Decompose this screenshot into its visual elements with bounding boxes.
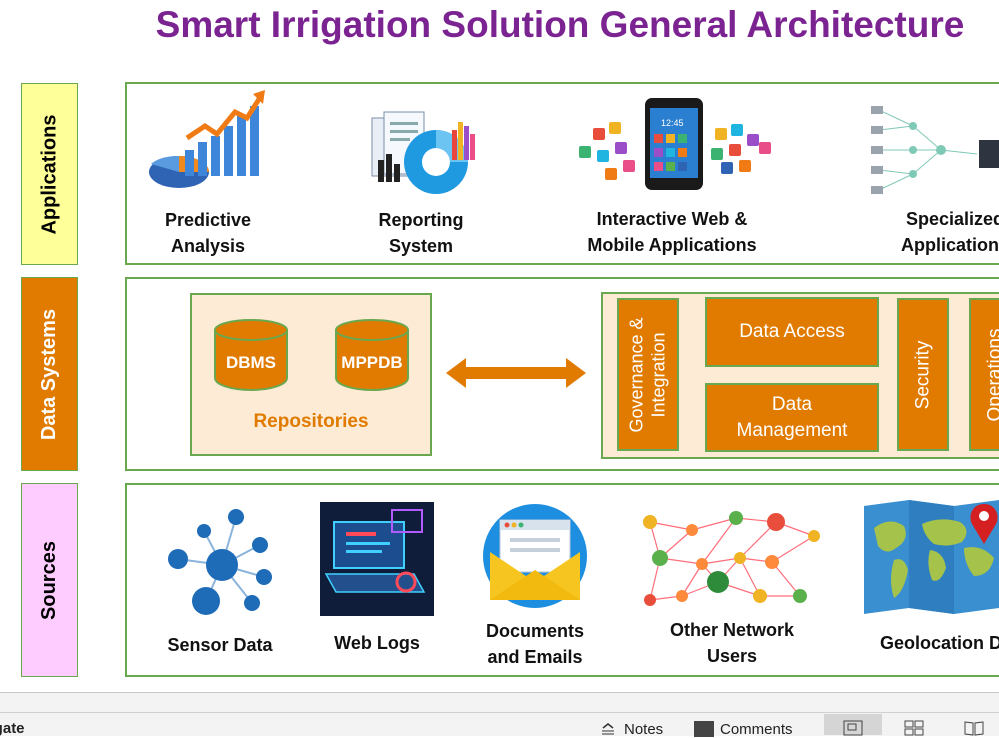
dbms-cylinder-icon bbox=[214, 319, 288, 391]
caption-line: Applications bbox=[900, 235, 999, 255]
data-management-line: Data bbox=[771, 393, 813, 415]
report-documents-icon bbox=[371, 111, 475, 194]
data-management-line: Management bbox=[736, 419, 848, 441]
mppdb-cylinder-icon bbox=[335, 319, 409, 391]
security-box: Security bbox=[897, 298, 949, 451]
sources-label-text: Sources bbox=[38, 540, 60, 620]
data-systems-label-text: Data Systems bbox=[38, 308, 60, 440]
source-caption-weblogs: Web Logs bbox=[317, 630, 437, 656]
status-bar-line bbox=[0, 712, 999, 713]
source-caption-sensor: Sensor Data bbox=[160, 632, 280, 658]
comments-label: Comments bbox=[720, 721, 793, 738]
data-systems-row-label: Data Systems bbox=[21, 277, 78, 471]
data-management-box: Data Management bbox=[705, 383, 879, 452]
caption-line: Analysis bbox=[170, 236, 246, 256]
world-map-pin-icon bbox=[864, 500, 999, 614]
sources-row-label: Sources bbox=[21, 483, 78, 677]
data-access-box: Data Access bbox=[705, 297, 879, 367]
smartphone-apps-icon: 12:45 bbox=[579, 98, 771, 190]
people-network-icon bbox=[643, 511, 820, 606]
caption-line: Documents bbox=[485, 621, 584, 641]
reading-view-button[interactable] bbox=[954, 714, 994, 736]
applications-panel bbox=[125, 82, 999, 265]
caption-line: Web Logs bbox=[334, 633, 420, 653]
source-caption-documents: Documents and Emails bbox=[475, 618, 595, 670]
comments-icon bbox=[694, 721, 714, 737]
governance-text: Governance & bbox=[627, 316, 648, 433]
caption-line: Mobile Applications bbox=[587, 235, 757, 255]
sensor-hub-icon bbox=[168, 509, 272, 615]
normal-view-button[interactable] bbox=[824, 714, 882, 736]
source-caption-network: Other Network Users bbox=[632, 617, 832, 669]
slide-sorter-icon bbox=[904, 720, 924, 736]
applications-row-label: Applications bbox=[21, 83, 78, 265]
caption-line: System bbox=[388, 236, 454, 256]
notes-label: Notes bbox=[624, 721, 664, 738]
caption-line: Predictive bbox=[164, 210, 252, 230]
caption-line: Users bbox=[706, 646, 758, 666]
normal-view-icon bbox=[843, 720, 863, 736]
caption-line: Specialized bbox=[905, 209, 999, 229]
governance-integration-box: Governance & Integration bbox=[617, 298, 679, 451]
app-caption-predictive: Predictive Analysis bbox=[148, 207, 268, 259]
caption-line: Interactive Web & bbox=[596, 209, 748, 229]
operations-text: Operations bbox=[984, 328, 999, 421]
integration-text: Integration bbox=[649, 331, 670, 418]
mppdb-label: MPPDB bbox=[341, 353, 403, 372]
caption-line: and Emails bbox=[487, 647, 583, 667]
caption-line: Geolocation Data bbox=[880, 633, 999, 653]
iot-network-icon bbox=[871, 106, 999, 194]
cyber-laptop-icon bbox=[320, 502, 434, 616]
svg-text:12:45: 12:45 bbox=[661, 118, 684, 128]
app-caption-specialized: Specialized Applications bbox=[890, 206, 999, 258]
caption-line: Other Network bbox=[669, 620, 795, 640]
governance-integration-text: Governance & Integration bbox=[626, 317, 670, 432]
dbms-label: DBMS bbox=[225, 353, 277, 372]
caption-line: Sensor Data bbox=[167, 635, 273, 655]
source-caption-geolocation: Geolocation Data bbox=[880, 630, 999, 656]
growth-chart-icon bbox=[149, 90, 265, 188]
applications-label-text: Applications bbox=[38, 113, 61, 235]
app-caption-interactive: Interactive Web & Mobile Applications bbox=[572, 206, 772, 258]
envelope-icon bbox=[483, 504, 587, 608]
status-left-text: Navigate bbox=[0, 720, 25, 737]
notes-icon bbox=[602, 723, 614, 735]
caption-line: Reporting bbox=[378, 210, 464, 230]
slide-sorter-button[interactable] bbox=[894, 714, 934, 736]
security-text: Security bbox=[912, 340, 934, 409]
app-caption-reporting: Reporting System bbox=[361, 207, 481, 259]
repositories-label: Repositories bbox=[253, 411, 369, 432]
page-title: Smart Irrigation Solution General Archit… bbox=[155, 4, 965, 45]
operations-box: Operations bbox=[969, 298, 999, 451]
double-arrow-icon bbox=[446, 358, 586, 388]
reading-view-icon bbox=[964, 721, 984, 736]
